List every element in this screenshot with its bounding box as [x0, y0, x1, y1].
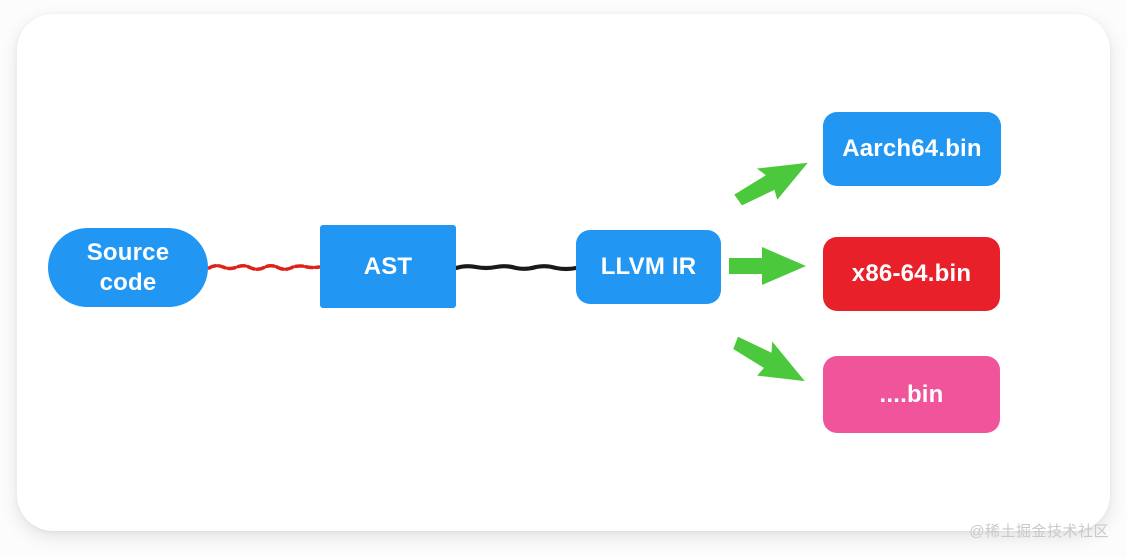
node-aarch64-bin: Aarch64.bin	[823, 112, 1001, 186]
node-label: ....bin	[879, 380, 944, 408]
node-label: Source	[86, 238, 170, 266]
node-other-bin: ....bin	[823, 356, 1000, 433]
node-label: Aarch64.bin	[842, 135, 982, 162]
node-label: LLVM IR	[600, 253, 697, 280]
node-label: x86-64.bin	[851, 260, 972, 287]
node-label: code	[99, 268, 157, 296]
node-source-code: Source code	[48, 228, 208, 307]
node-ast: AST	[320, 225, 456, 308]
node-x86-64-bin: x86-64.bin	[823, 237, 1000, 311]
watermark: @稀土掘金技术社区	[969, 523, 1109, 540]
node-label: AST	[363, 252, 413, 280]
node-llvm-ir: LLVM IR	[576, 230, 721, 304]
